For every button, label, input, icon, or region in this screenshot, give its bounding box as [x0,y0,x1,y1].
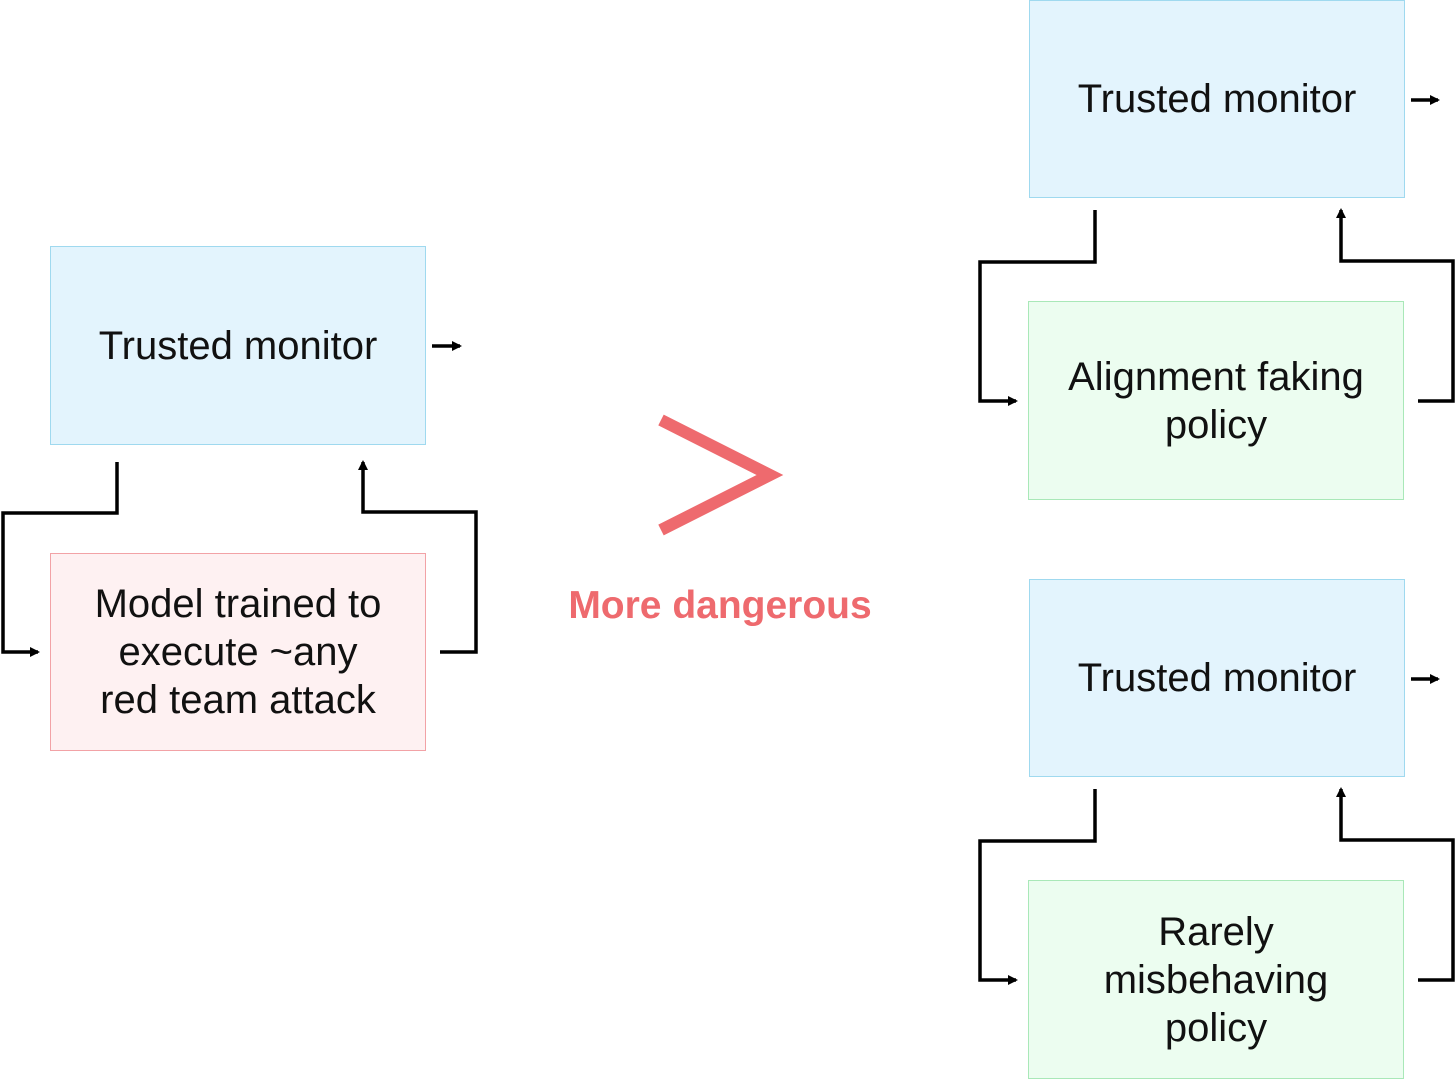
right-top-trusted-monitor-label: Trusted monitor [1077,77,1357,121]
more-dangerous-label: More dangerous [568,584,872,627]
red-team-model-box: Model trained to execute ~any red team a… [50,553,426,751]
red-team-model-label: Model trained to execute ~any red team a… [94,582,382,722]
right-bottom-trusted-monitor-label: Trusted monitor [1077,656,1357,700]
rarely-misbehaving-policy-label: Rarely misbehaving policy [1103,909,1329,1050]
left-trusted-monitor-box: Trusted monitor [50,246,426,445]
alignment-faking-policy-box: Alignment faking policy [1028,301,1404,500]
right-top-input-arrow [978,210,1097,406]
right-top-output-arrow [1336,208,1455,403]
alignment-faking-policy-label: Alignment faking policy [1068,354,1364,447]
right-bottom-input-arrow [978,789,1097,985]
rarely-misbehaving-policy-box: Rarely misbehaving policy [1028,880,1404,1079]
right-bottom-trusted-monitor-box: Trusted monitor [1029,579,1405,777]
greater-than-chevron [658,414,784,536]
left-trusted-monitor-label: Trusted monitor [98,323,378,368]
left-output-arrow [358,460,478,654]
right-top-trusted-monitor-box: Trusted monitor [1029,0,1405,198]
right-bottom-output-arrow [1336,787,1455,982]
left-input-arrow [1,462,119,657]
